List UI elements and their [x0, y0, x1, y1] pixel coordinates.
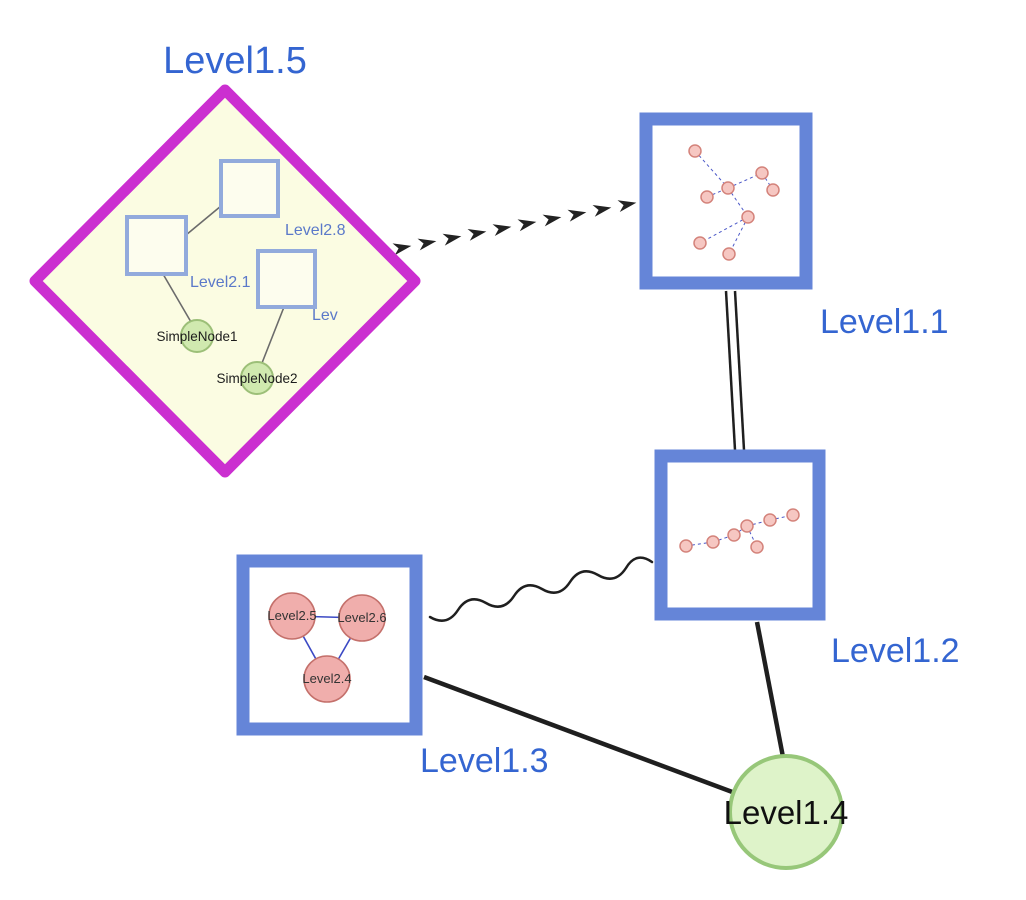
- label-level1-5: Level1.5: [163, 40, 307, 82]
- inner-edge: [261, 306, 285, 364]
- label-level2-1: Level2.1: [190, 274, 251, 291]
- mini-graph-nodes: [679, 508, 800, 554]
- label-simplenode2: SimpleNode2: [216, 371, 297, 386]
- inner-edge: [185, 205, 222, 236]
- edge-level11-to-level12[interactable]: [724, 290, 746, 451]
- edge-line: [724, 290, 737, 451]
- node-level2-lev[interactable]: [256, 249, 317, 309]
- node-level2-5[interactable]: [268, 592, 316, 640]
- node-level1-2[interactable]: [654, 449, 826, 621]
- node-level2-4[interactable]: [303, 655, 351, 703]
- node-simplenode1[interactable]: [180, 319, 214, 353]
- node-level1-5[interactable]: Level2.8 Level2.1 Lev SimpleNode1 Simple…: [29, 84, 421, 478]
- node-simplenode2[interactable]: [240, 361, 274, 395]
- label-simplenode1: SimpleNode1: [156, 329, 237, 344]
- node-level2-8[interactable]: [219, 159, 280, 218]
- edge-level13-to-level14[interactable]: [423, 674, 736, 796]
- label-level1-4: Level1.4: [724, 794, 849, 831]
- label-level2-6: Level2.6: [337, 610, 386, 625]
- arrow-dash-icon: [467, 225, 488, 241]
- label-level1-2: Level1.2: [831, 632, 960, 670]
- arrow-dash-icon: [567, 206, 588, 222]
- node-level2-1[interactable]: [125, 215, 188, 276]
- edge-level12-to-level13[interactable]: [428, 556, 654, 622]
- arrow-dash-icon: [517, 216, 538, 232]
- label-level2-lev: Lev: [312, 307, 338, 324]
- arrow-dash-icon: [417, 235, 438, 251]
- mini-graph-nodes: [688, 144, 780, 261]
- node-level1-4[interactable]: [728, 754, 844, 870]
- label-level1-3: Level1.3: [420, 742, 549, 780]
- label-level2-5: Level2.5: [267, 608, 316, 623]
- diamond-shape[interactable]: [29, 84, 421, 478]
- node-level1-3[interactable]: Level2.5 Level2.6 Level2.4: [236, 554, 423, 736]
- edge-line: [733, 290, 746, 451]
- label-level1-1: Level1.1: [820, 303, 949, 341]
- inner-edge: [162, 273, 192, 323]
- edge-level15-to-level11[interactable]: [392, 196, 638, 256]
- group-frame[interactable]: [236, 554, 423, 736]
- arrow-dash-icon: [542, 211, 563, 227]
- label-level2-8: Level2.8: [285, 222, 346, 239]
- node-level1-1[interactable]: [639, 112, 813, 290]
- arrow-dash-icon: [592, 201, 613, 217]
- arrow-dash-icon: [392, 240, 413, 256]
- arrow-dash-icon: [442, 230, 463, 246]
- label-level2-4: Level2.4: [302, 671, 351, 686]
- node-level2-6[interactable]: [338, 594, 386, 642]
- arrow-dash-icon: [492, 220, 513, 236]
- edge-level12-to-level14[interactable]: [754, 621, 786, 758]
- arrow-dash-icon: [617, 196, 638, 212]
